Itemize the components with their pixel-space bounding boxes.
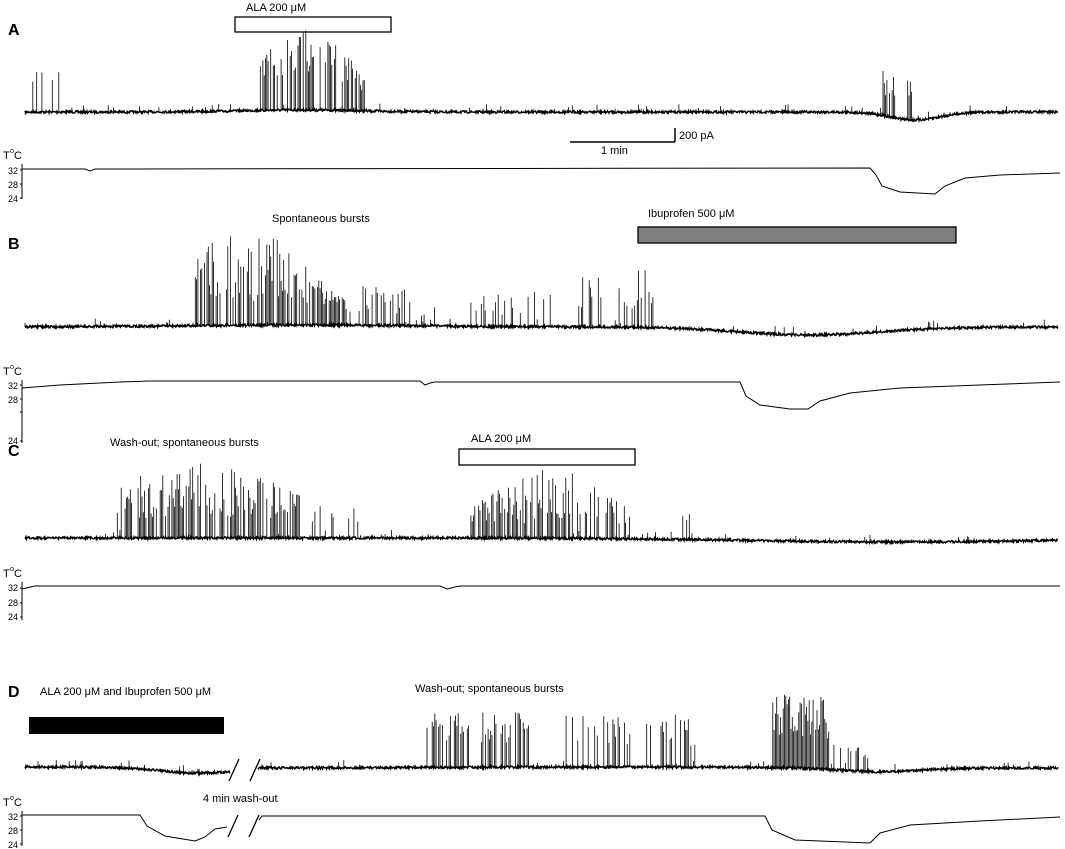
temp-tick-label: 32 [8,583,18,593]
trace-baseline [24,763,231,777]
trace-spikes [32,30,1007,120]
combo-application-bar [29,717,224,734]
panel-letter: A [8,22,20,39]
temp-label-c: C [14,366,22,378]
trace-baseline [24,534,1059,546]
temperature-trace [21,380,1061,410]
ala-application-bar [458,448,636,466]
trace-baseline [24,321,1059,339]
temp-tick-label: 24 [8,612,18,622]
temp-tick-label: 32 [8,166,18,176]
drug-label: ALA 200 μM [246,2,306,14]
drug-label: ALA 200 μM and Ibuprofen 500 μM [40,686,211,698]
temp-label-t: T [3,797,10,809]
trace-spikes [24,236,1045,335]
temperature-trace [22,167,1061,195]
ibuprofen-application-bar [637,226,957,244]
scale-current-label: 200 pA [679,130,715,142]
panel-c: C Wash-out; spontaneous bursts ALA 200 μ… [3,433,1060,622]
annotation-label: Wash-out; spontaneous bursts [415,683,564,695]
ala-application-bar [234,16,392,33]
break-label: 4 min wash-out [203,793,278,805]
temp-label-degree: o [10,795,14,802]
temp-label-c: C [14,568,22,580]
trace-spikes [261,694,1030,772]
temp-tick-label: 24 [8,194,18,204]
temp-tick-label: 24 [8,840,18,849]
drug-label: Ibuprofen 500 μM [648,208,734,220]
temp-tick-label: 32 [8,812,18,822]
temp-label-degree: o [10,364,14,371]
temp-label-c: C [14,150,22,162]
scale-bar: 1 min 200 pA [570,128,715,157]
trace-baseline [257,763,1059,775]
scale-time-label: 1 min [601,145,628,157]
trace-baseline [24,106,1059,124]
temp-tick-label: 28 [8,826,18,836]
trace-spikes [37,760,200,773]
temp-tick-label: 32 [8,381,18,391]
panel-letter: B [8,236,20,253]
temperature-axis: T o C 32 28 24 [3,148,23,204]
panel-a: A ALA 200 μM 1 min 200 pA T o C 32 28 24 [3,2,1061,204]
axis-break-marks [227,758,261,838]
current-trace [24,30,1059,124]
temp-tick-label: 24 [8,436,18,446]
current-trace [24,463,1059,546]
trace-spikes [105,463,975,542]
temperature-axis: T o C 32 28 24 [3,795,23,849]
drug-label: ALA 200 μM [471,433,531,445]
temp-tick-label: 28 [8,598,18,608]
temp-tick-label: 28 [8,395,18,405]
panel-d: D ALA 200 μM and Ibuprofen 500 μM Wash-o… [3,683,1061,849]
annotation-label: Wash-out; spontaneous bursts [110,437,259,449]
panel-b: B Spontaneous bursts Ibuprofen 500 μM T … [3,208,1061,446]
current-trace [24,694,1059,777]
temperature-axis: T o C 32 28 24 [3,364,23,446]
temp-label-t: T [3,150,10,162]
temp-tick-label: 28 [8,180,18,190]
panel-letter: D [8,684,20,701]
temperature-trace [21,585,1060,590]
panel-letter: C [8,443,20,460]
temp-label-degree: o [10,566,14,573]
temperature-trace [22,814,228,842]
temperature-trace [258,815,1061,844]
temperature-axis: T o C 32 28 24 [3,566,23,622]
current-trace [24,236,1059,339]
temp-label-t: T [3,366,10,378]
temp-label-degree: o [10,148,14,155]
temp-label-c: C [14,797,22,809]
temp-label-t: T [3,568,10,580]
annotation-label: Spontaneous bursts [272,213,370,225]
